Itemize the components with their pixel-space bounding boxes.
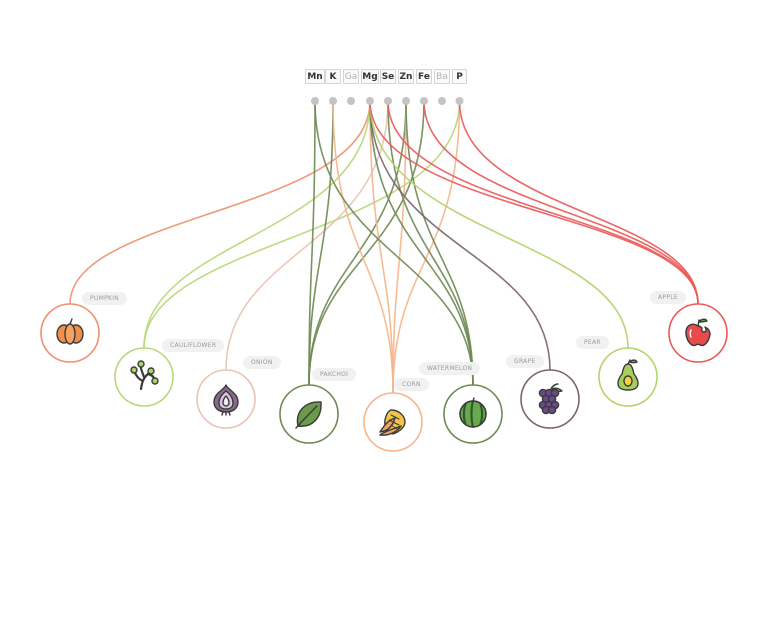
corn-icon — [379, 409, 406, 436]
link-mg-cauliflower — [143, 100, 371, 349]
food-label-corn: CORN — [394, 378, 429, 391]
link-mn-pakchoi — [308, 100, 316, 386]
mineral-dots — [311, 97, 464, 105]
food-node-cauliflower[interactable] — [114, 347, 174, 407]
mineral-p-button[interactable]: P — [452, 69, 467, 84]
link-zn-corn — [392, 100, 407, 394]
food-node-pumpkin[interactable] — [40, 303, 100, 363]
food-label-pear: PEAR — [576, 336, 609, 349]
watermelon-icon — [459, 397, 487, 428]
link-k-corn — [332, 100, 394, 394]
link-mg-corn — [369, 100, 394, 394]
link-se-onion — [225, 100, 389, 371]
grape-icon — [538, 383, 563, 415]
food-node-apple[interactable] — [668, 303, 728, 363]
mineral-fe-dot — [420, 97, 428, 105]
link-p-corn — [392, 100, 461, 394]
food-node-grape[interactable] — [520, 369, 580, 429]
mineral-se-button[interactable]: Se — [380, 69, 396, 84]
onion-icon — [213, 384, 239, 416]
link-mg-pear — [369, 100, 629, 349]
mineral-ba-dot — [438, 97, 446, 105]
mineral-ba-button[interactable]: Ba — [434, 69, 450, 84]
mineral-zn-dot — [402, 97, 410, 105]
leaf-icon — [295, 401, 322, 429]
mineral-se-dot — [384, 97, 392, 105]
food-node-corn[interactable] — [363, 392, 423, 452]
link-fe-apple — [423, 100, 699, 305]
links-layer — [69, 100, 699, 394]
link-se-watermelon — [387, 100, 474, 386]
mineral-ga-dot — [347, 97, 355, 105]
link-p-cauliflower — [143, 100, 461, 349]
link-mg-grape — [369, 100, 551, 371]
broccoli-icon — [130, 360, 159, 391]
mineral-p-dot — [455, 97, 464, 105]
link-zn-watermelon — [405, 100, 474, 386]
mineral-mg-button[interactable]: Mg — [361, 69, 379, 84]
apple-icon — [685, 318, 711, 347]
link-mg-watermelon — [369, 100, 474, 386]
food-node-pear[interactable] — [598, 347, 658, 407]
link-k-pakchoi — [308, 100, 334, 386]
food-label-watermelon: WATERMELON — [419, 362, 481, 375]
food-node-pakchoi[interactable] — [279, 384, 339, 444]
pumpkin-icon — [56, 318, 84, 345]
link-mn-watermelon — [314, 100, 474, 386]
link-fe-pakchoi — [308, 100, 425, 386]
mineral-zn-button[interactable]: Zn — [398, 69, 414, 84]
food-node-onion[interactable] — [196, 369, 256, 429]
food-label-pumpkin: PUMPKIN — [82, 292, 128, 305]
pear-icon — [617, 359, 639, 391]
food-nodes — [40, 303, 728, 452]
food-label-onion: ONION — [243, 356, 281, 369]
mineral-k-button[interactable]: K — [325, 69, 341, 84]
mineral-mg-dot — [366, 97, 374, 105]
mineral-fe-button[interactable]: Fe — [416, 69, 432, 84]
mineral-mn-dot — [311, 97, 319, 105]
link-se-apple — [387, 100, 699, 305]
food-label-apple: APPLE — [650, 291, 686, 304]
food-label-cauliflower: CAULIFLOWER — [162, 339, 225, 352]
mineral-mn-button[interactable]: Mn — [305, 69, 325, 84]
food-label-pakchoi: PAKCHOI — [312, 368, 357, 381]
link-p-apple — [458, 100, 699, 305]
food-node-watermelon[interactable] — [443, 384, 503, 444]
mineral-ga-button[interactable]: Ga — [343, 69, 359, 84]
mineral-k-dot — [329, 97, 337, 105]
food-label-grape: GRAPE — [506, 355, 544, 368]
link-mg-pumpkin — [69, 100, 371, 305]
